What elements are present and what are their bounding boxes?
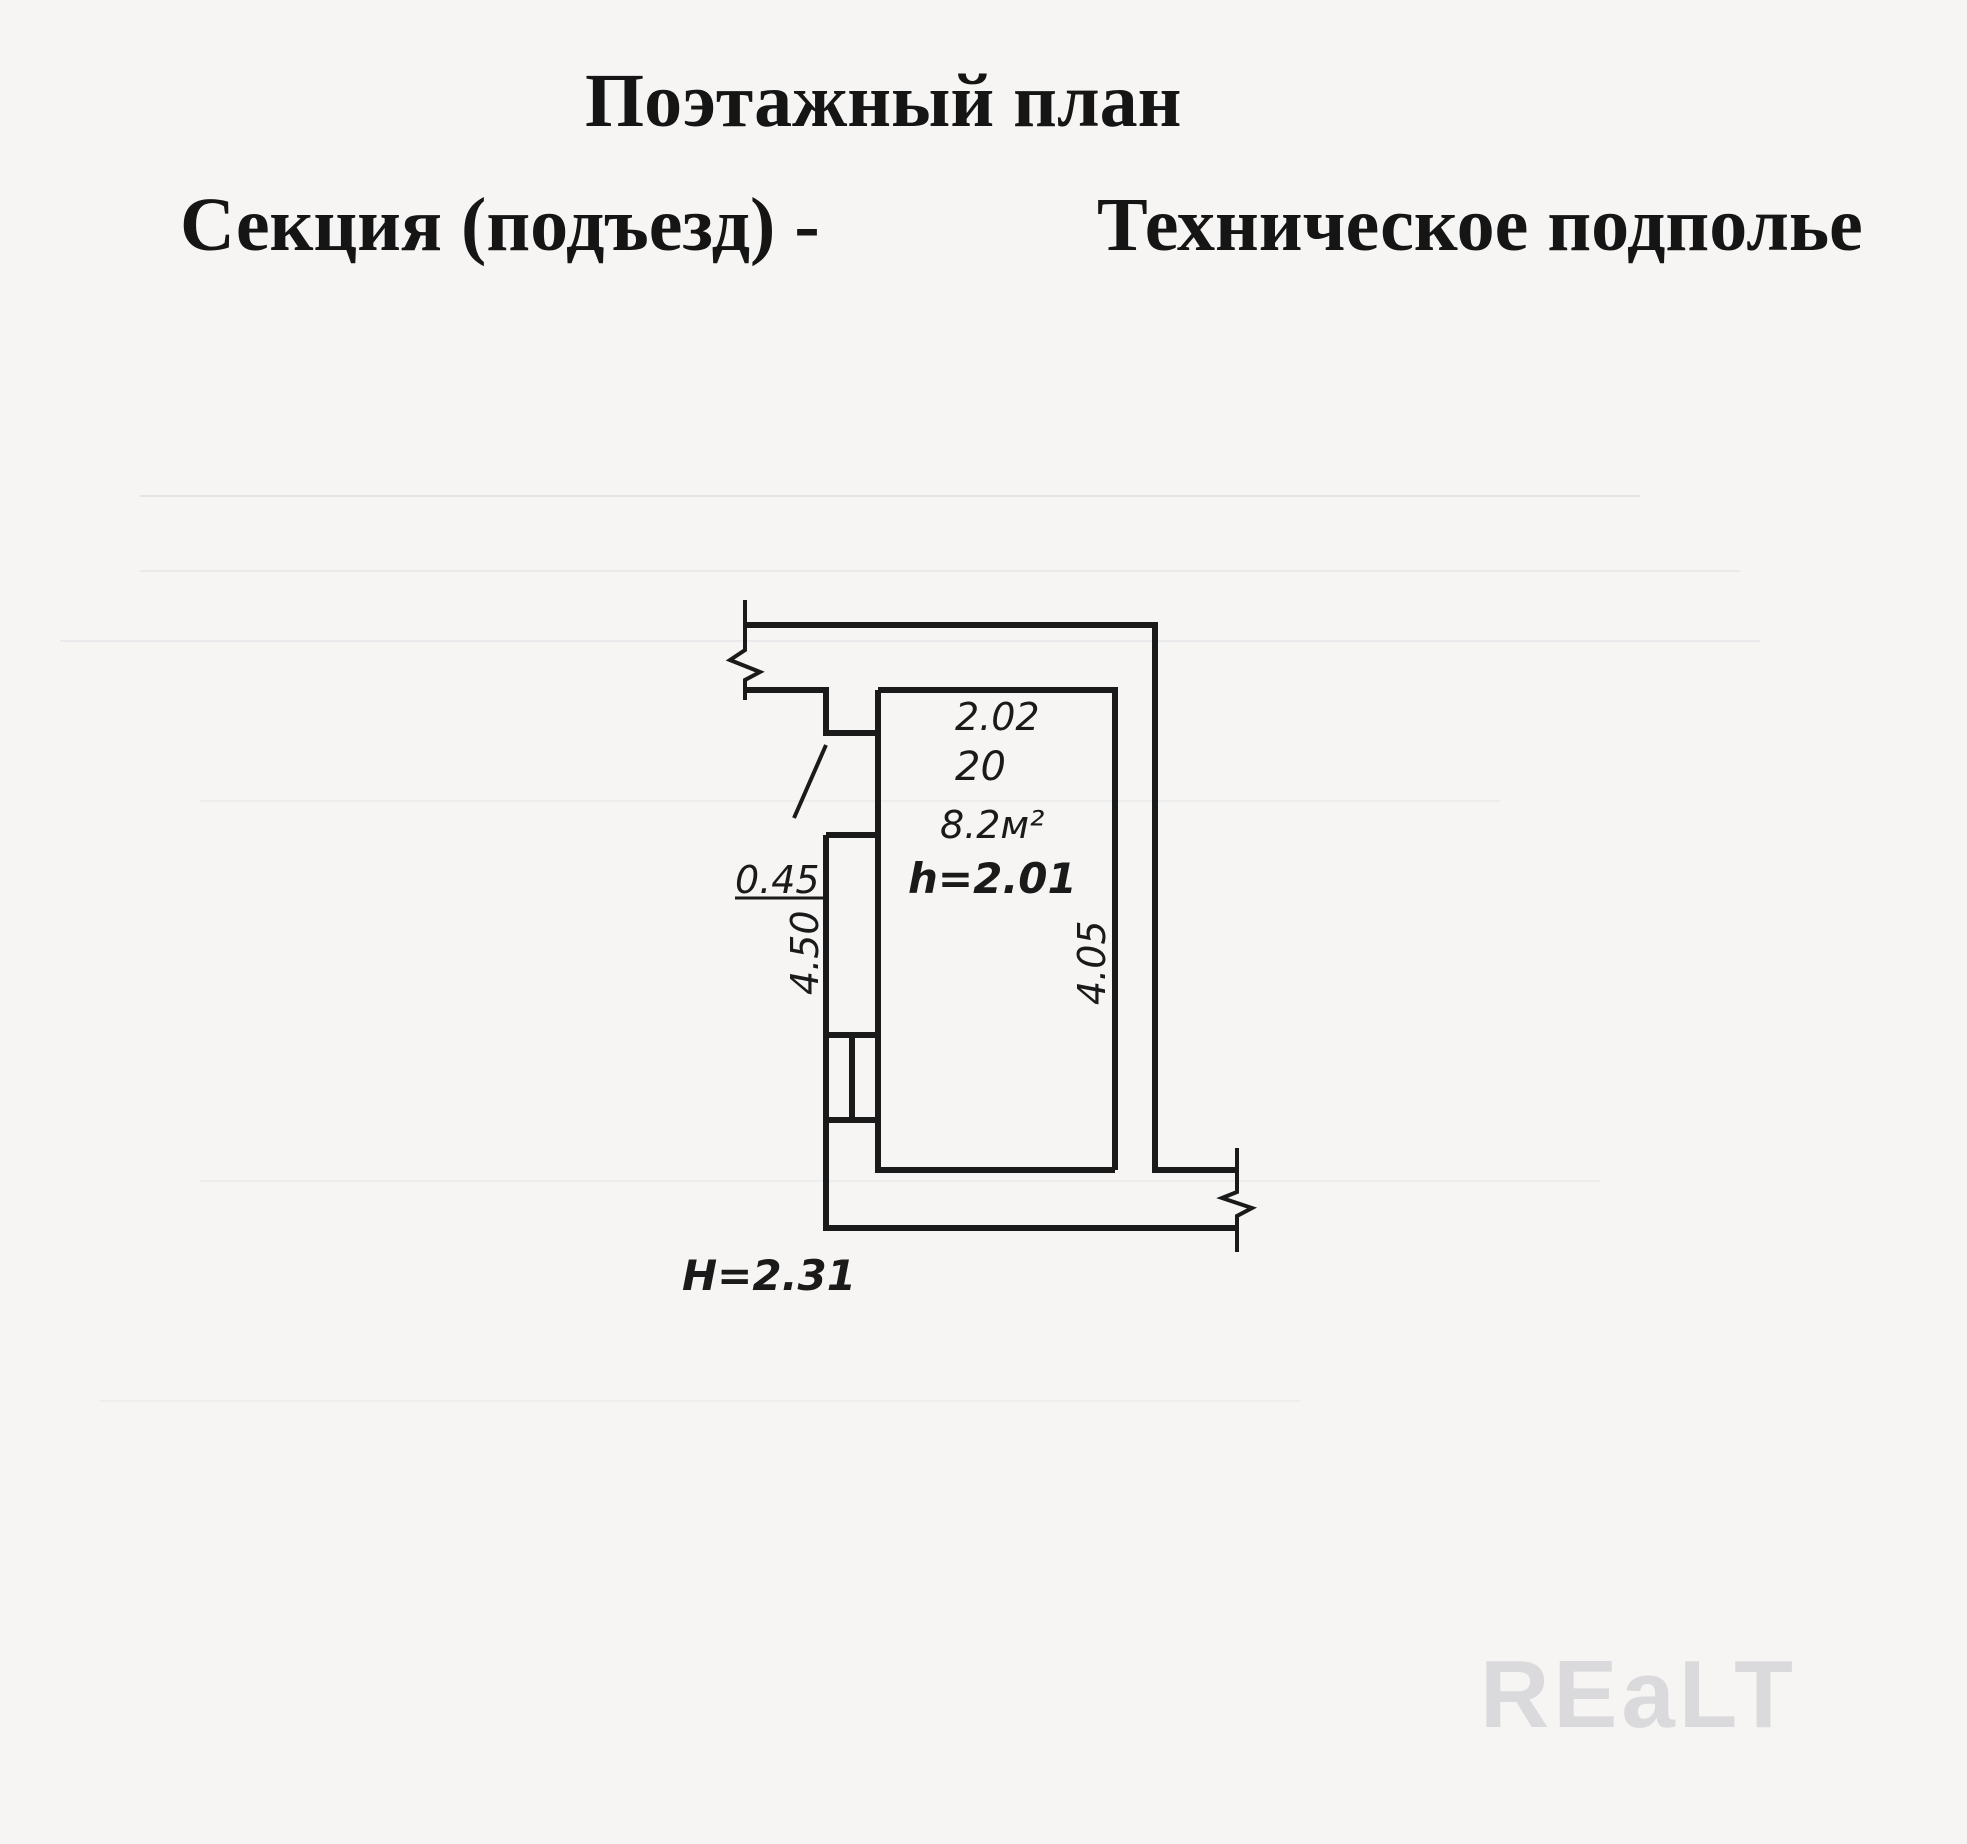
room-area: 8.2м² [940,803,1044,847]
left-wall-upper [745,687,881,736]
left-wall-column [823,832,878,1038]
dim-top: 2.02 [955,695,1040,739]
section-label: Секция (подъезд) - [180,183,820,267]
room-number: 20 [955,744,1006,790]
dim-wall: 0.45 [735,858,820,902]
bleed-through-line [200,800,1500,802]
door-swing [792,744,828,819]
bleed-through-line [60,640,1760,642]
watermark-logo: REaLT [1480,1641,1797,1748]
floor-label: Техническое подполье [1097,183,1863,267]
door-opening [823,1035,881,1123]
room-height: h=2.01 [908,854,1077,903]
outer-wall [745,622,1237,1173]
break-mark-top [725,600,765,700]
inner-wall [878,687,1118,1170]
bleed-through-line [140,570,1740,572]
dim-left: 4.50 [783,910,827,995]
bleed-through-line [200,1180,1600,1182]
bleed-through-line [140,495,1640,497]
lower-wall [823,1120,1237,1231]
break-mark-bottom [1216,1148,1258,1252]
page-title: Поэтажный план [585,59,1182,143]
dim-right: 4.05 [1070,920,1114,1005]
bleed-through-line [100,1400,1300,1402]
floor-height: H=2.31 [682,1251,856,1300]
